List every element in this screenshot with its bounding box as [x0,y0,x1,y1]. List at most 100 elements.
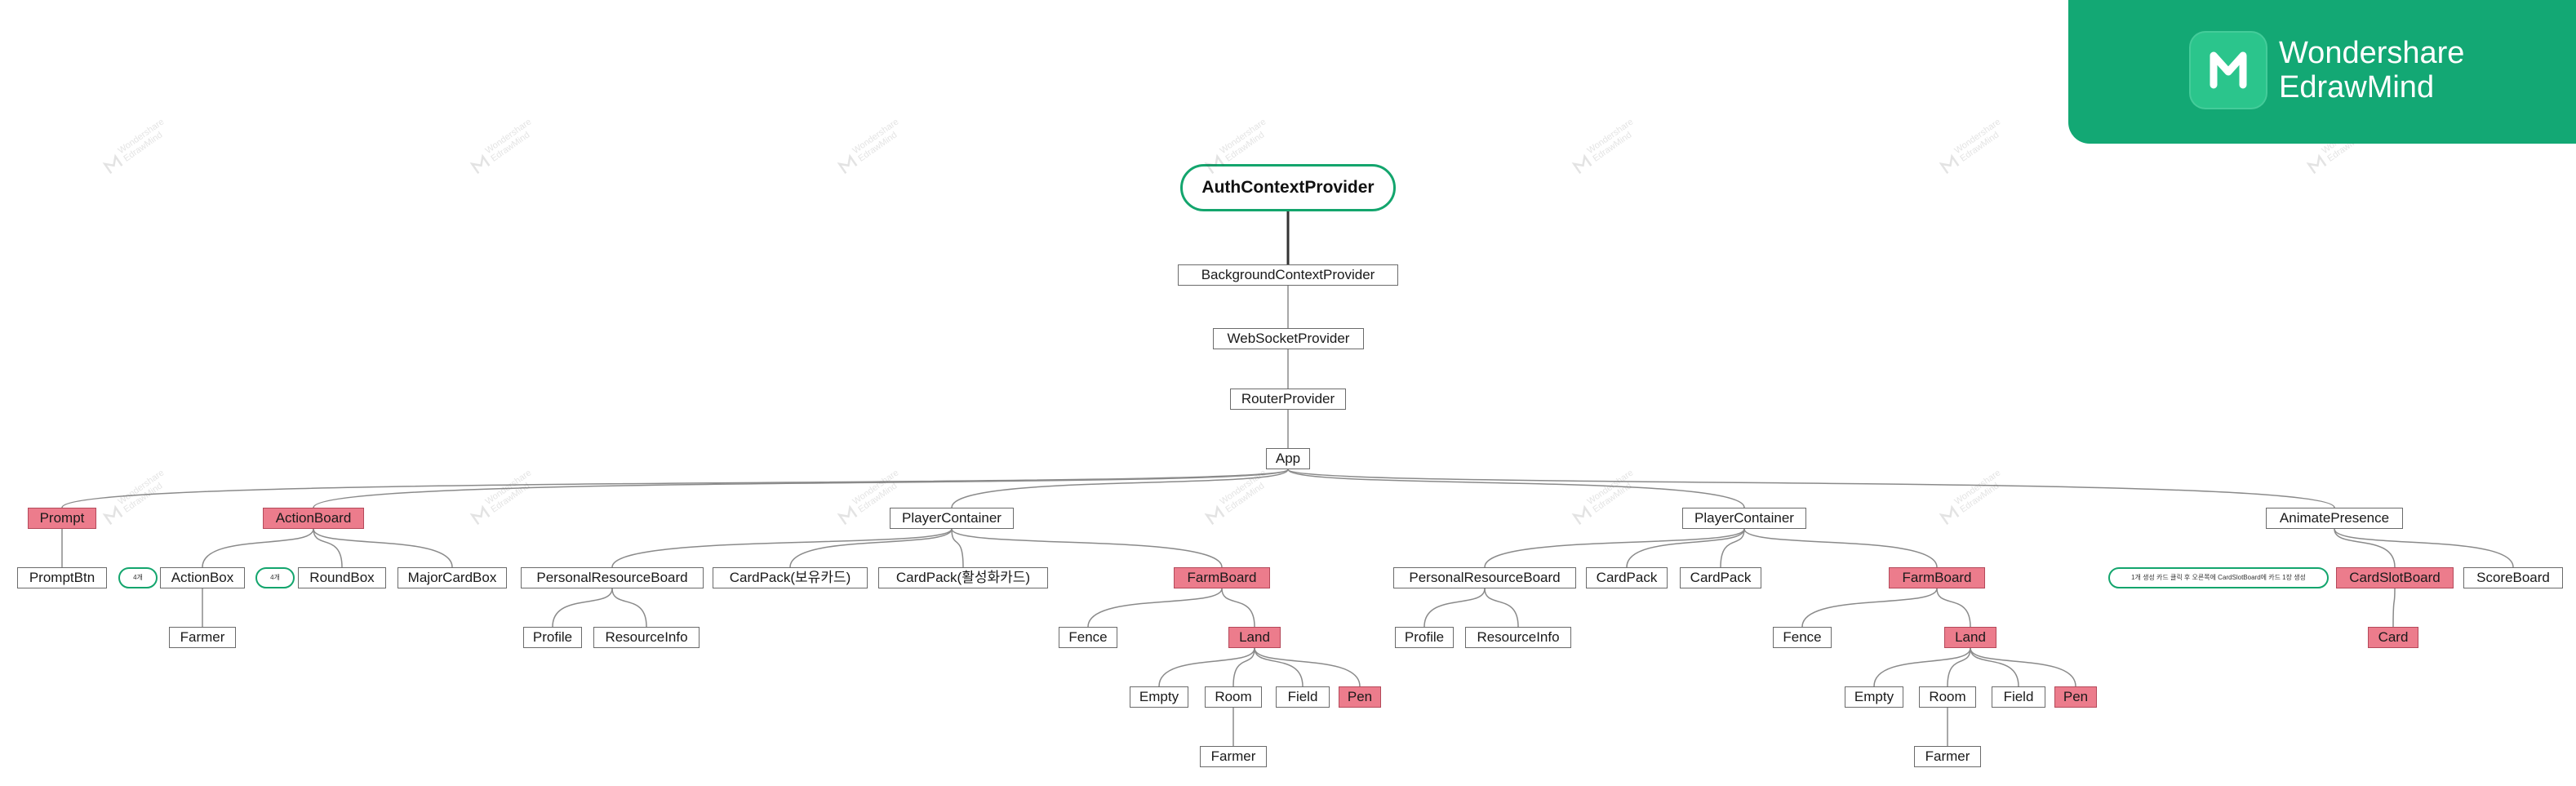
node-empty-2[interactable]: Empty [1845,686,1903,708]
edge-actionboard-2 [313,528,453,568]
node-farmer-1[interactable]: Farmer [169,627,236,648]
watermark-logo-icon [102,153,123,174]
node-personal-resource-board-1[interactable]: PersonalResourceBoard [521,567,704,588]
edge-pc2-2 [1720,528,1745,568]
edge-app-3 [1287,468,1745,508]
node-field-2[interactable]: Field [1992,686,2045,708]
node-farmer-2[interactable]: Farmer [1200,746,1267,767]
node-personal-resource-board-2[interactable]: PersonalResourceBoard [1393,567,1576,588]
node-farm-board-2[interactable]: FarmBoard [1889,567,1985,588]
node-card-pack-owned[interactable]: CardPack(보유카드) [713,567,868,588]
node-score-board[interactable]: ScoreBoard [2463,567,2563,588]
edge-prb2-1 [1484,588,1519,628]
node-card-pack-active[interactable]: CardPack(활성화카드) [878,567,1048,588]
edge-pc1-2 [951,528,964,568]
note-roundbox[interactable]: 4개 [255,567,295,588]
root-node[interactable]: AuthContextProvider [1180,164,1396,211]
edge-prb1-1 [611,588,647,628]
node-major-card-box[interactable]: MajorCardBox [398,567,507,588]
node-room-2[interactable]: Room [1919,686,1976,708]
watermark-logo-icon [837,153,858,174]
node-app[interactable]: App [1266,448,1310,469]
node-background-context-provider[interactable]: BackgroundContextProvider [1178,264,1398,286]
node-land-2[interactable]: Land [1944,627,1996,648]
edge-animate-1 [2334,528,2514,568]
node-websocket-provider[interactable]: WebSocketProvider [1213,328,1364,349]
node-animate-presence[interactable]: AnimatePresence [2266,508,2403,529]
node-prompt[interactable]: Prompt [28,508,96,529]
edrawmind-logo-icon [2189,31,2267,109]
node-card[interactable]: Card [2368,627,2418,648]
node-profile-1[interactable]: Profile [523,627,582,648]
edge-land1-1 [1232,647,1255,687]
edge-cardslotboard-0 [2392,588,2396,628]
note-cardslot[interactable]: 1개 생성 카드 클릭 후 오른쪽에 CardSlotBoard에 카드 1장 … [2108,567,2329,588]
edge-app-2 [951,468,1289,508]
node-card-pack-2b[interactable]: CardPack [1680,567,1761,588]
note-actionbox[interactable]: 4개 [118,567,158,588]
edge-land1-2 [1254,647,1304,687]
edge-pc1-1 [789,528,953,568]
edge-land2-0 [1873,647,1971,687]
edge-prb1-0 [552,588,613,628]
brand-name-line1: Wondershare [2279,36,2465,70]
node-player-container-2[interactable]: PlayerContainer [1682,508,1806,529]
watermark-logo-icon [1571,153,1592,174]
edge-actionboard-1 [313,528,343,568]
node-card-slot-board[interactable]: CardSlotBoard [2336,567,2454,588]
node-room-1[interactable]: Room [1205,686,1262,708]
watermark-logo-icon [1204,504,1225,525]
edge-farmboard1-0 [1087,588,1223,628]
node-profile-2[interactable]: Profile [1395,627,1454,648]
node-pen-1[interactable]: Pen [1339,686,1381,708]
edge-app-0 [61,468,1289,508]
edge-land2-3 [1970,647,2076,687]
node-action-board[interactable]: ActionBoard [263,508,364,529]
edge-app-1 [313,468,1289,508]
edge-pc2-3 [1743,528,1938,568]
edge-pc2-0 [1484,528,1745,568]
brand-name: Wondershare EdrawMind [2279,36,2464,104]
node-farmer-3[interactable]: Farmer [1914,746,1981,767]
edge-actionboard-0 [202,528,314,568]
node-resource-info-1[interactable]: ResourceInfo [593,627,700,648]
watermark-logo-icon [469,153,491,174]
edge-animate-0 [2334,528,2396,568]
watermark-logo-icon [837,504,858,525]
watermark-logo-icon [1939,153,1960,174]
watermark-logo-icon [1204,153,1225,174]
node-router-provider[interactable]: RouterProvider [1230,389,1346,410]
node-round-box[interactable]: RoundBox [298,567,386,588]
node-fence-1[interactable]: Fence [1059,627,1117,648]
node-land-1[interactable]: Land [1228,627,1281,648]
edge-pc1-3 [951,528,1223,568]
node-farm-board-1[interactable]: FarmBoard [1174,567,1270,588]
node-empty-1[interactable]: Empty [1130,686,1188,708]
edge-app-4 [1287,468,2335,508]
node-pen-2[interactable]: Pen [2054,686,2097,708]
node-fence-2[interactable]: Fence [1773,627,1832,648]
edge-pc2-1 [1626,528,1745,568]
node-field-1[interactable]: Field [1276,686,1330,708]
brand-banner: Wondershare EdrawMind [2068,0,2576,144]
node-player-container-1[interactable]: PlayerContainer [890,508,1014,529]
edge-farmboard2-1 [1936,588,1971,628]
edge-land1-0 [1158,647,1255,687]
node-card-pack-2a[interactable]: CardPack [1586,567,1668,588]
edge-land2-1 [1947,647,1971,687]
node-action-box[interactable]: ActionBox [160,567,245,588]
edge-farmboard1-1 [1221,588,1255,628]
node-resource-info-2[interactable]: ResourceInfo [1465,627,1571,648]
node-prompt-btn[interactable]: PromptBtn [17,567,107,588]
